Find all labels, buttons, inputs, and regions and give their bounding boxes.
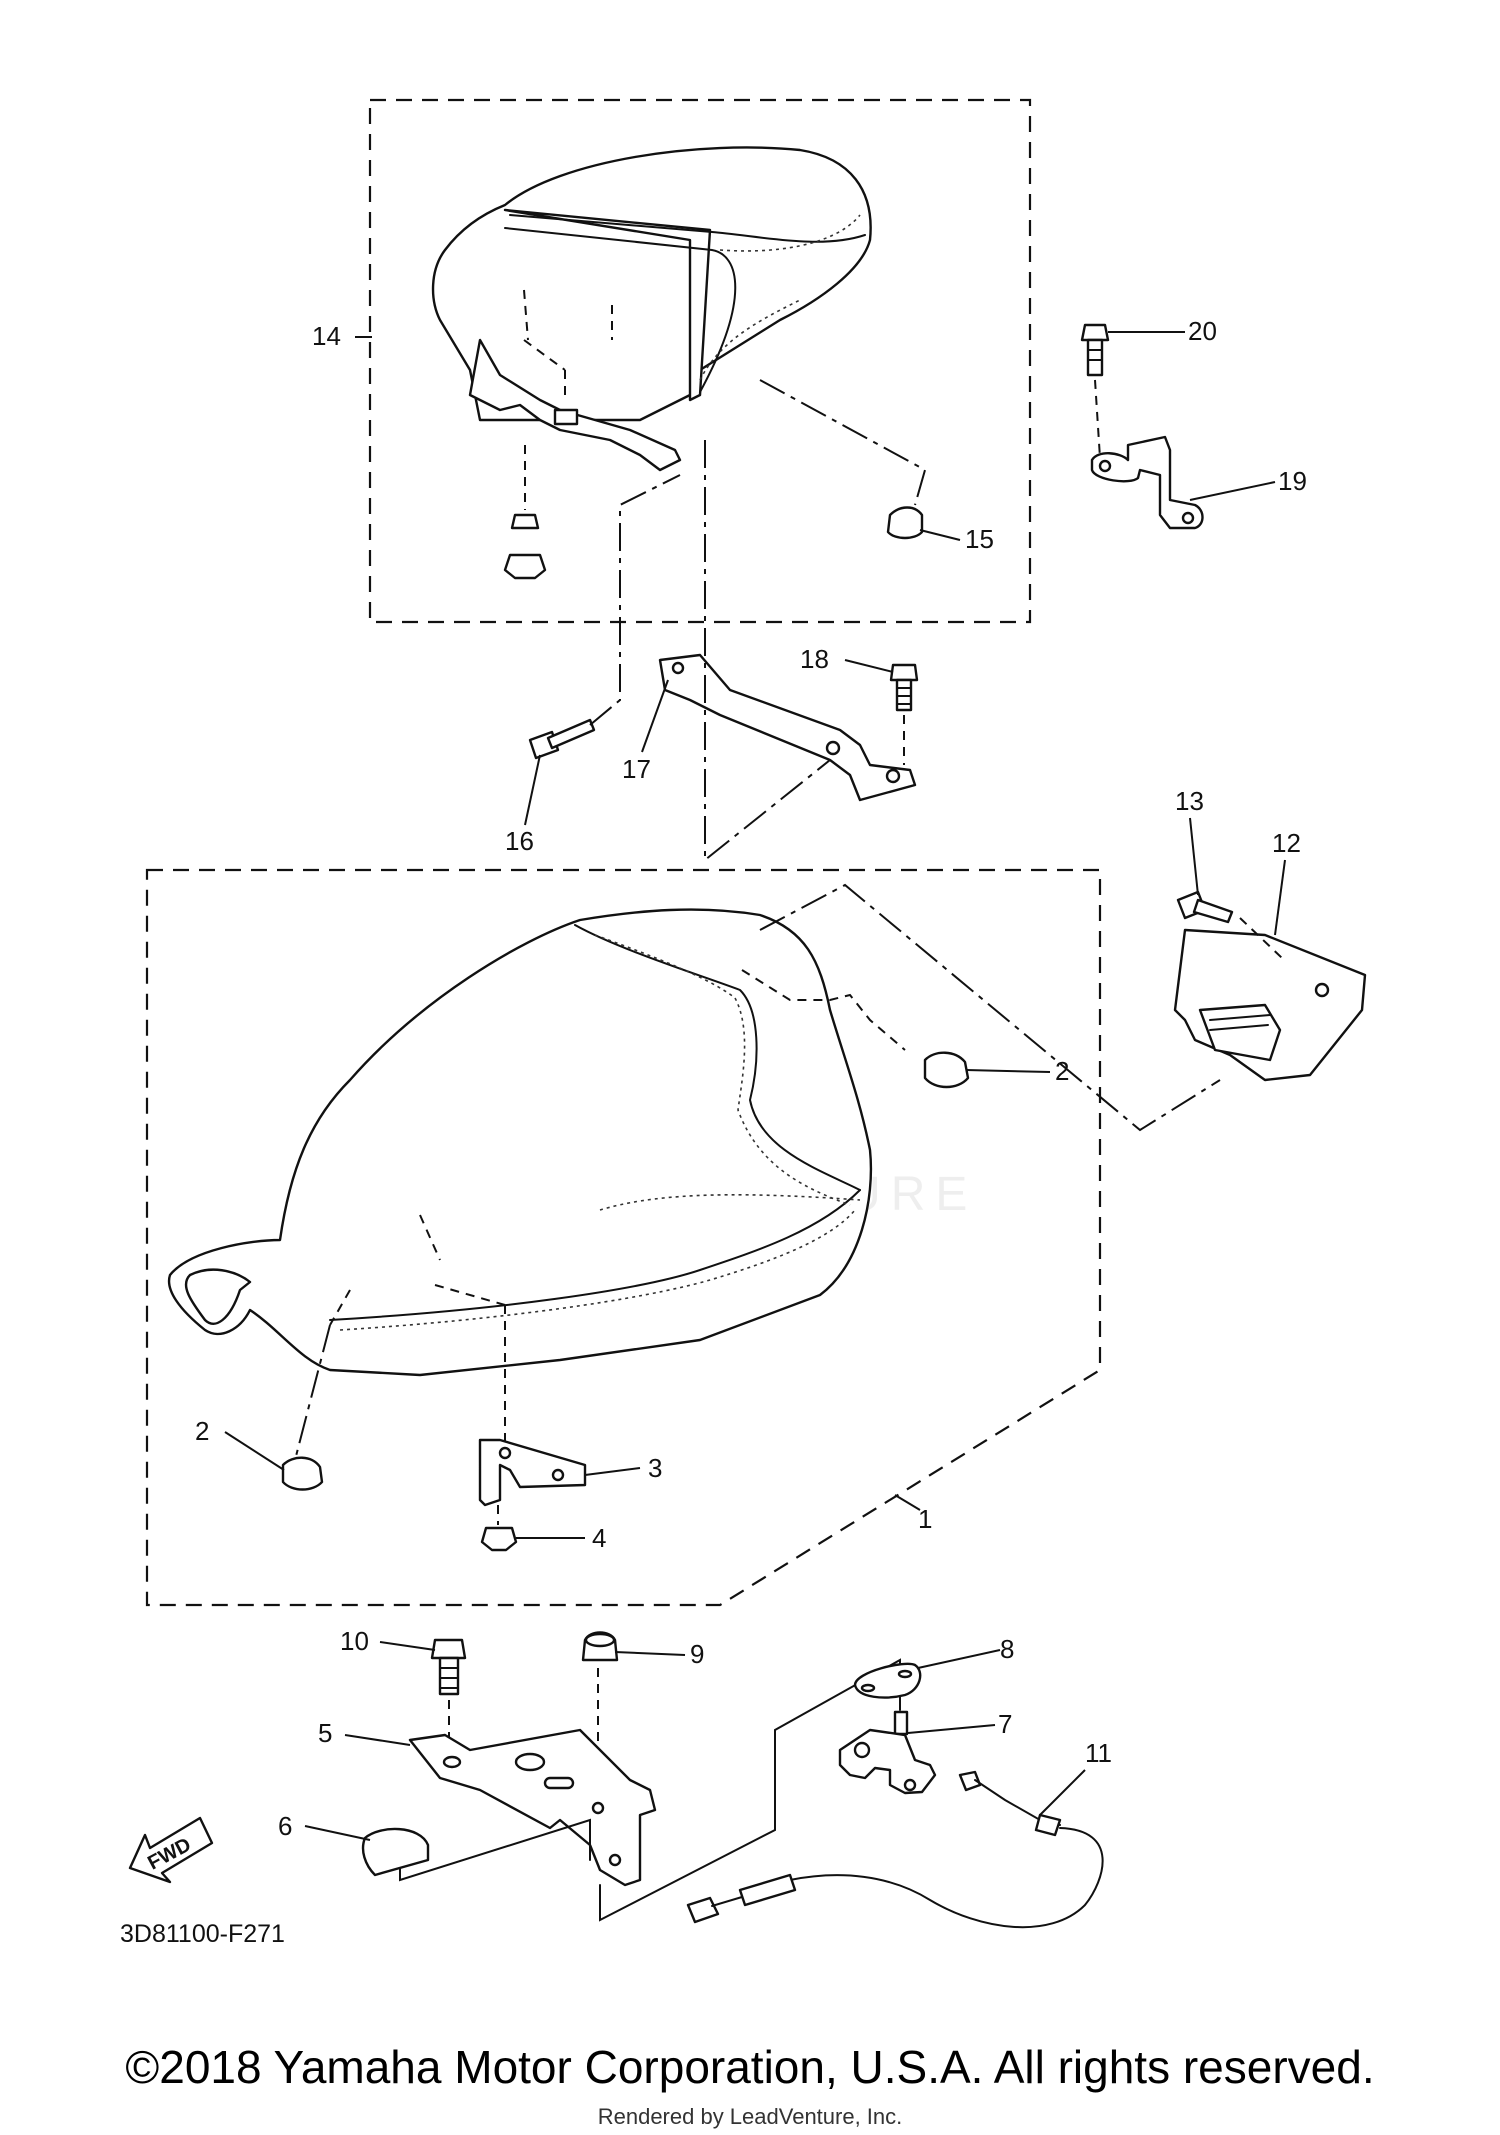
callout-8: 8 — [1000, 1634, 1014, 1664]
callout-4: 4 — [592, 1523, 606, 1553]
callout-5: 5 — [318, 1718, 332, 1748]
plate-5 — [408, 1728, 657, 1887]
callout-1: 1 — [918, 1504, 932, 1534]
bolt-18 — [889, 663, 919, 712]
leader-lines — [224, 331, 1286, 1841]
grommet-part — [503, 513, 547, 580]
nut-4 — [480, 1526, 518, 1552]
callout-20: 20 — [1188, 316, 1217, 346]
nut-9 — [581, 1631, 619, 1662]
callout-2-left: 2 — [195, 1416, 209, 1446]
callout-6: 6 — [278, 1811, 292, 1841]
plate-8 — [853, 1662, 922, 1699]
bolt-16 — [528, 718, 596, 760]
group-box-rider-seat — [145, 868, 1102, 1607]
callout-14: 14 — [312, 321, 341, 351]
bolt-20 — [1080, 323, 1110, 377]
pad-6 — [361, 1827, 430, 1877]
bolt-10 — [430, 1638, 467, 1696]
fwd-arrow-icon: FWD — [128, 1816, 214, 1884]
callout-labels: 14 20 19 15 18 17 16 13 12 2 2 3 4 1 10 … — [195, 316, 1307, 1841]
seat-lock-cover-12 — [1173, 928, 1367, 1082]
callout-12: 12 — [1272, 828, 1301, 858]
rider-seat-part — [167, 908, 873, 1377]
callout-15: 15 — [965, 524, 994, 554]
cable-11 — [686, 1770, 1104, 1929]
callout-7: 7 — [998, 1709, 1012, 1739]
passenger-seat-part — [431, 146, 872, 472]
seat-lock-7 — [838, 1710, 937, 1795]
bracket-3 — [478, 1438, 587, 1507]
callout-16: 16 — [505, 826, 534, 856]
group-box-passenger-seat — [368, 98, 1032, 624]
callout-18: 18 — [800, 644, 829, 674]
copyright-notice: ©2018 Yamaha Motor Corporation, U.S.A. A… — [125, 2041, 1375, 2093]
rendered-by-notice: Rendered by LeadVenture, Inc. — [597, 2104, 903, 2129]
grommet-2-left — [281, 1456, 324, 1491]
grommet-15 — [886, 506, 924, 540]
grommet-2-right — [923, 1051, 970, 1089]
callout-9: 9 — [690, 1639, 704, 1669]
callout-2-right: 2 — [1055, 1056, 1069, 1086]
bolt-13 — [1176, 890, 1234, 924]
callout-13: 13 — [1175, 786, 1204, 816]
callout-10: 10 — [340, 1626, 369, 1656]
callout-11: 11 — [1085, 1738, 1112, 1768]
seat-bracket-17 — [658, 653, 917, 802]
callout-17: 17 — [622, 754, 651, 784]
callout-3: 3 — [648, 1453, 662, 1483]
callout-19: 19 — [1278, 466, 1307, 496]
diagram-code: 3D81100-F271 — [120, 1920, 285, 1948]
bracket-19 — [1090, 435, 1204, 530]
